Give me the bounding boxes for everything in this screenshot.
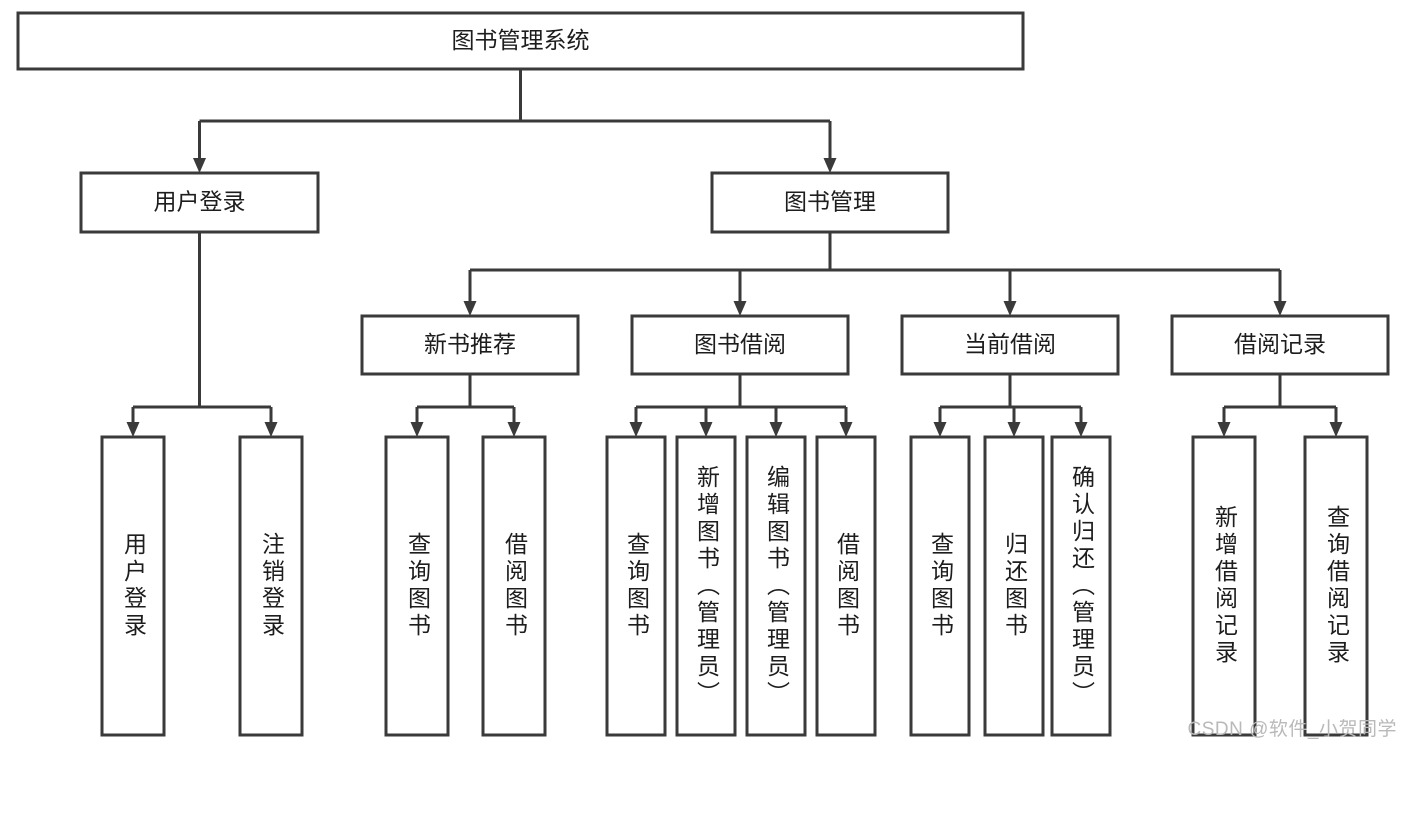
arrow-head-icon [1003,301,1017,316]
node-label-user-login: 用户登录 [154,189,246,215]
arrow-head-icon [1074,422,1088,437]
edge-group-user-login [126,232,278,437]
arrow-head-icon [629,422,643,437]
node-box-new-book-recommend[interactable] [360,314,580,376]
node-box-leaf-edit-book[interactable] [745,435,807,737]
node-box-leaf-borrow-book-2[interactable] [815,435,877,737]
arrow-head-icon [933,422,947,437]
arrow-head-icon [507,422,521,437]
edge-group-book-management [463,232,1287,316]
node-box-book-borrow[interactable] [630,314,850,376]
edge-group-book-borrow [629,374,853,437]
node-label-current-borrow: 当前借阅 [964,331,1056,357]
arrow-head-icon [1329,422,1343,437]
node-box-book-management[interactable] [710,171,950,234]
node-box-leaf-query-record[interactable] [1303,435,1369,737]
arrow-head-icon [699,422,713,437]
edge-group-root [193,69,837,173]
arrow-head-icon [769,422,783,437]
node-box-borrow-record[interactable] [1170,314,1390,376]
arrow-head-icon [823,158,837,173]
node-box-leaf-confirm-return[interactable] [1050,435,1112,737]
arrow-head-icon [126,422,140,437]
arrow-head-icon [264,422,278,437]
node-box-leaf-add-book[interactable] [675,435,737,737]
arrow-head-icon [839,422,853,437]
edge-group-borrow-record [1217,374,1343,437]
node-box-user-login[interactable] [79,171,320,234]
arrow-head-icon [1007,422,1021,437]
connectors-layer [126,69,1343,437]
node-box-root[interactable] [16,11,1025,71]
arrow-head-icon [463,301,477,316]
arrow-head-icon [1217,422,1231,437]
node-box-current-borrow[interactable] [900,314,1120,376]
node-box-leaf-user-login[interactable] [100,435,166,737]
node-label-root: 图书管理系统 [452,27,590,53]
node-box-leaf-logout[interactable] [238,435,304,737]
arrow-head-icon [733,301,747,316]
node-label-book-borrow: 图书借阅 [694,331,786,357]
flowchart-canvas: 图书管理系统用户登录图书管理新书推荐图书借阅当前借阅借阅记录 用户登录注销登录查… [16,11,1396,740]
edge-group-new-book-recommend [410,374,521,437]
node-label-new-book-recommend: 新书推荐 [424,331,516,357]
arrow-head-icon [193,158,206,173]
node-label-borrow-record: 借阅记录 [1234,331,1326,357]
arrow-head-icon [410,422,424,437]
node-box-leaf-query-book-2[interactable] [605,435,667,737]
node-box-leaf-borrow-book-1[interactable] [481,435,547,737]
node-label-book-management: 图书管理 [784,189,876,215]
node-box-leaf-return-book[interactable] [983,435,1045,737]
node-box-leaf-query-book-3[interactable] [909,435,971,737]
edge-group-current-borrow [933,374,1088,437]
boxes-layer [16,11,1390,737]
node-box-leaf-add-record[interactable] [1191,435,1257,737]
arrow-head-icon [1273,301,1287,316]
node-box-leaf-query-book-1[interactable] [384,435,450,737]
